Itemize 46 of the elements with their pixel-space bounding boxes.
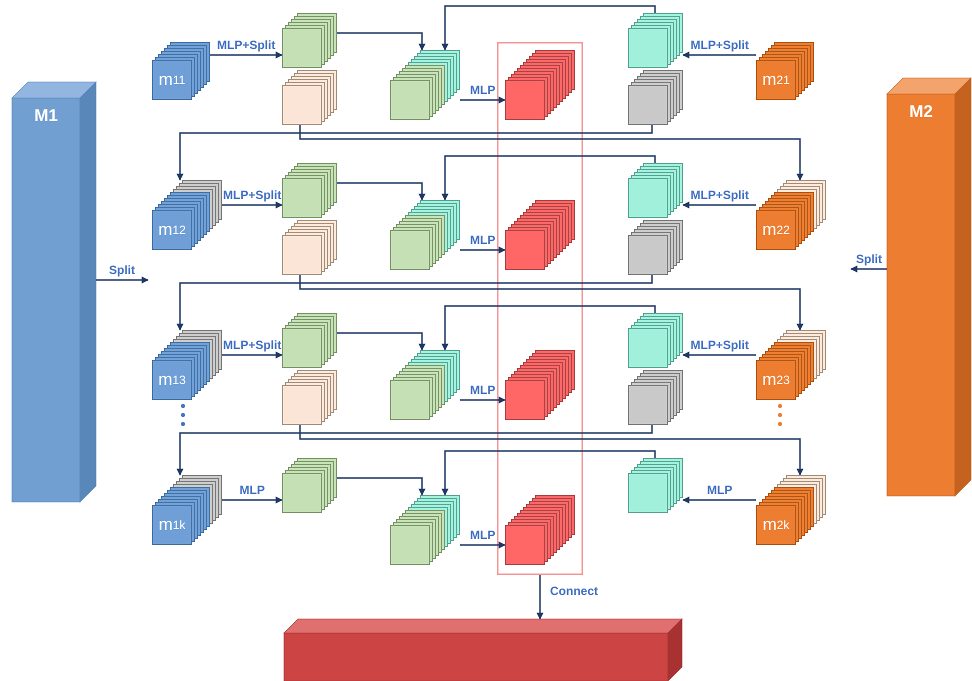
edge-label: MLP: [240, 483, 265, 497]
arrow: [682, 52, 756, 58]
edge-label: MLP: [470, 383, 496, 397]
edge-label: Split: [109, 263, 135, 277]
block-label: M2: [908, 101, 934, 123]
edge-label: MLP: [470, 233, 496, 247]
arrow: [850, 266, 887, 272]
arrow: [299, 425, 804, 476]
edge-label: MLP: [470, 83, 496, 97]
arrow: [460, 542, 506, 548]
arrow: [442, 450, 656, 496]
arrow: [176, 275, 653, 331]
edge-label: Connect: [550, 584, 598, 598]
edge-label: MLP+Split: [690, 338, 749, 352]
edge-label: MLP+Split: [223, 188, 282, 202]
arrow: [536, 575, 544, 620]
arrow: [337, 182, 426, 201]
block-label: M1: [33, 105, 59, 127]
edge-label: MLP+Split: [223, 338, 282, 352]
arrow: [682, 202, 756, 208]
edge-label: MLP+Split: [690, 188, 749, 202]
arrow: [96, 276, 149, 284]
arrow: [210, 52, 283, 58]
edge-label: MLP+Split: [690, 38, 749, 52]
arrow: [460, 246, 506, 254]
edge-label: MLP+Split: [217, 38, 276, 52]
arrow: [460, 396, 506, 404]
arrow: [176, 425, 653, 476]
arrow: [222, 496, 283, 504]
arrow: [337, 477, 426, 496]
arrow: [299, 125, 804, 181]
arrow: [176, 125, 653, 181]
arrow: [222, 202, 283, 208]
edge-label: MLP: [707, 483, 732, 497]
arrow: [222, 352, 283, 358]
arrow: [337, 32, 426, 51]
arrow: [299, 275, 804, 331]
arrow: [682, 496, 756, 504]
arrow: [442, 155, 656, 201]
arrow: [460, 96, 506, 104]
arrow: [682, 352, 756, 358]
arrow: [442, 5, 656, 51]
arrow: [442, 305, 656, 351]
arrow: [337, 332, 426, 351]
edge-label: Split: [856, 252, 882, 266]
edge-label: MLP: [470, 528, 496, 542]
